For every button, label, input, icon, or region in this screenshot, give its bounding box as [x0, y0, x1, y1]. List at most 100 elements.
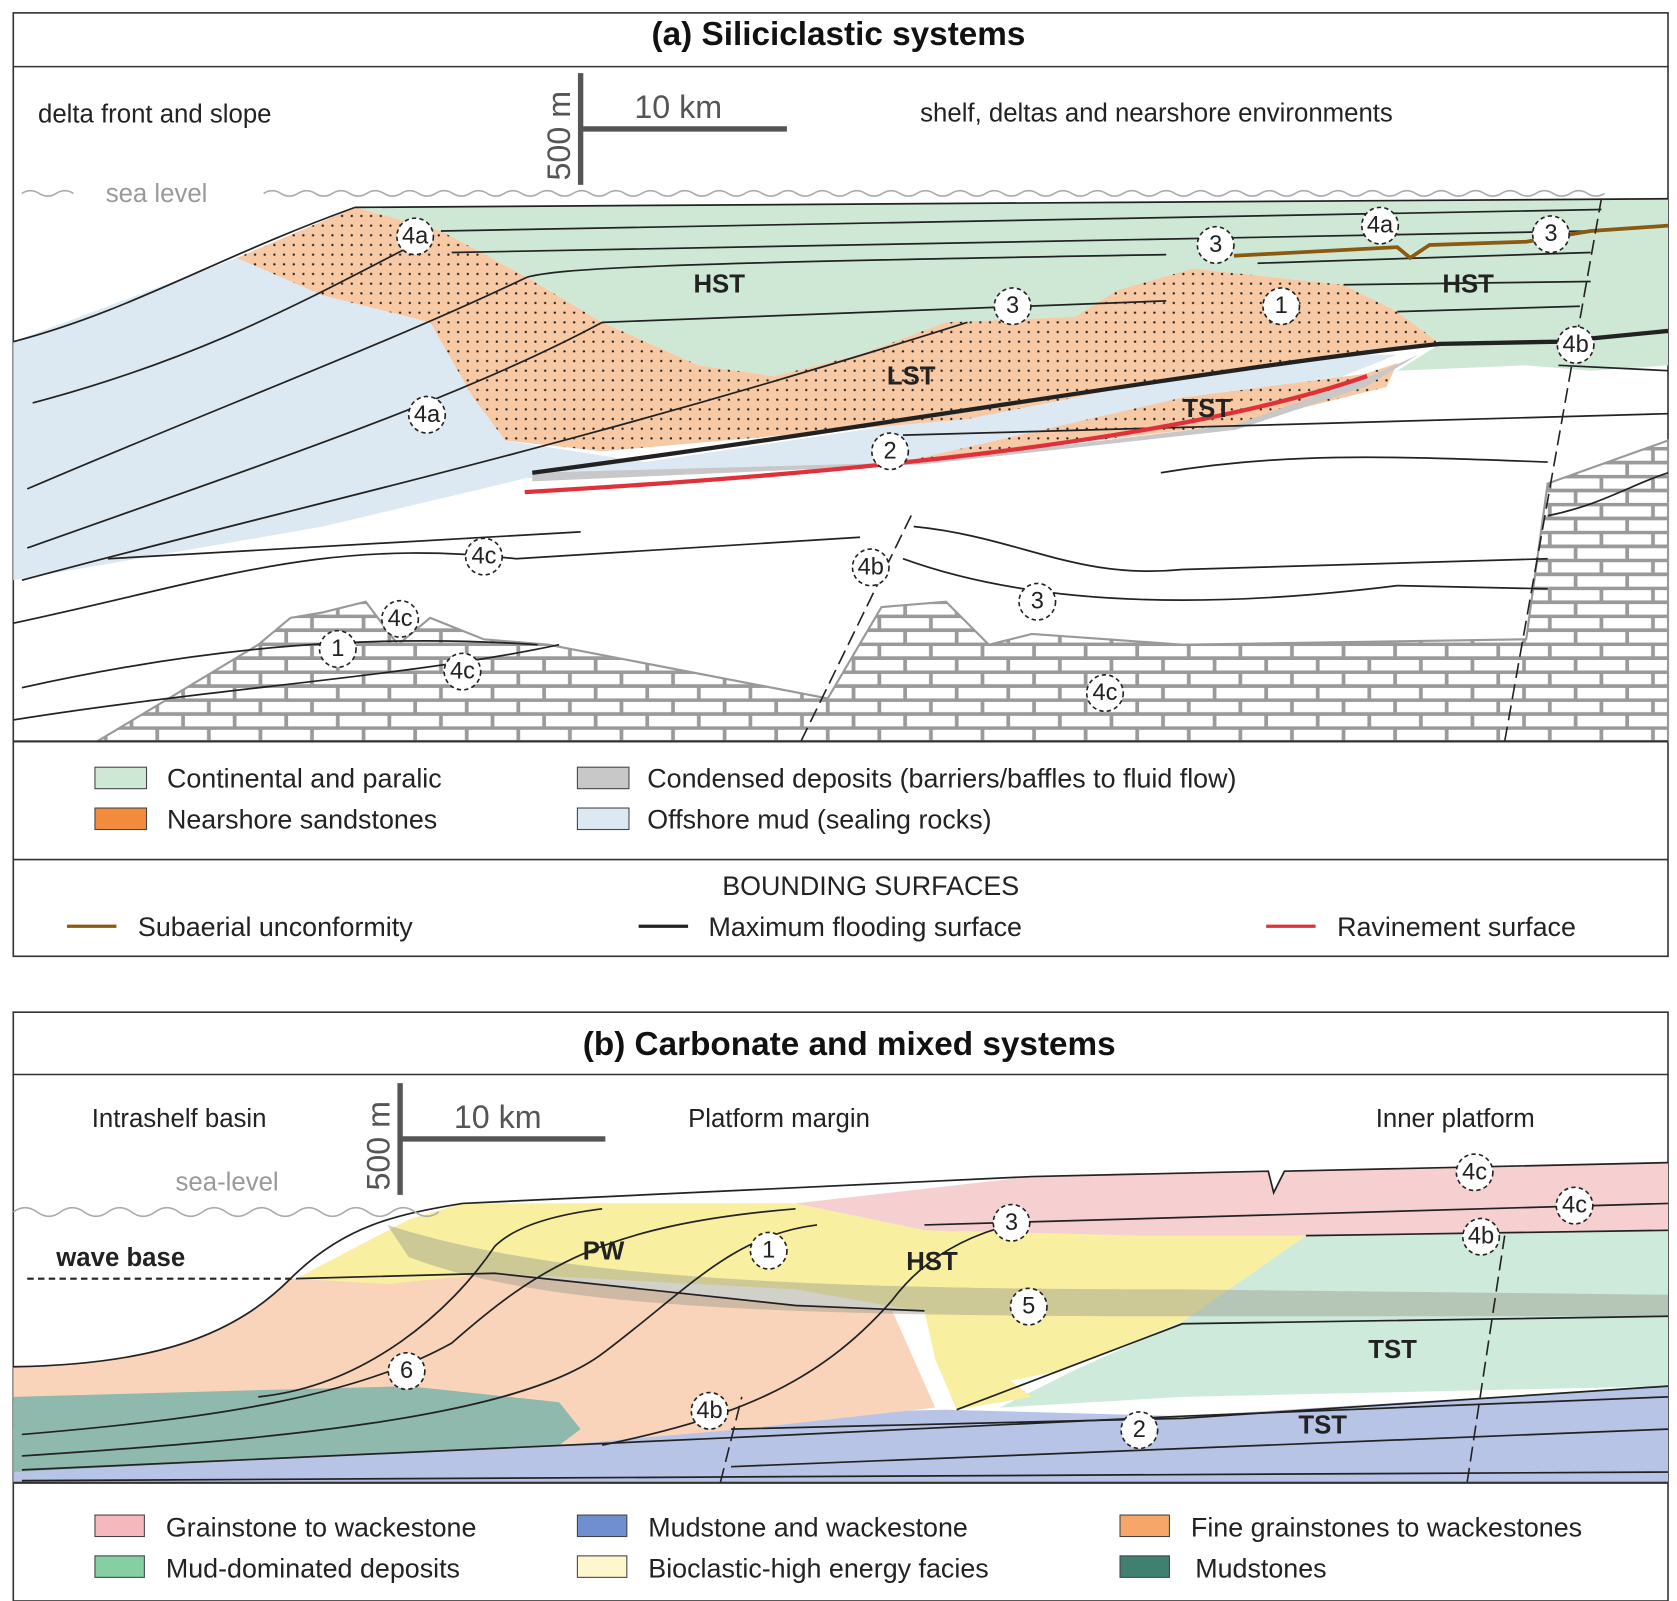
- fault: [1466, 1235, 1506, 1483]
- marker-4c: 4c: [1455, 1153, 1494, 1192]
- svg-text:1: 1: [331, 636, 344, 662]
- hst-label: HST: [1442, 270, 1494, 298]
- svg-text:4c: 4c: [1562, 1193, 1587, 1219]
- marker-4b: 4b: [1556, 325, 1595, 364]
- marker-4c: 4c: [464, 537, 503, 576]
- tst-label: TST: [1182, 395, 1231, 423]
- legend-label: Condensed deposits (barriers/baffles to …: [647, 764, 1236, 794]
- svg-text:4a: 4a: [402, 223, 429, 249]
- marker-4c: 4c: [1555, 1186, 1594, 1225]
- legend-label: Mud-dominated deposits: [166, 1553, 460, 1583]
- hst-label: HST: [906, 1248, 958, 1276]
- svg-text:1: 1: [1275, 293, 1288, 319]
- shelf-label: shelf, deltas and nearshore environments: [920, 99, 1393, 127]
- legend-label: Ravinement surface: [1337, 912, 1576, 942]
- legend-swatch: [576, 766, 630, 790]
- bounding-title: BOUNDING SURFACES: [722, 871, 1019, 901]
- marker-4b: 4b: [1461, 1217, 1501, 1256]
- legend-swatch: [576, 807, 630, 831]
- marker-4a: 4a: [396, 217, 435, 256]
- panel-b-legend: Grainstone to wackestone Mud-dominated d…: [94, 1513, 1582, 1583]
- tst-label: TST: [1368, 1336, 1417, 1364]
- svg-text:6: 6: [400, 1358, 413, 1384]
- svg-text:1: 1: [762, 1238, 775, 1264]
- intrashelf-basin-label: Intrashelf basin: [92, 1105, 267, 1133]
- legend-swatch: [94, 1555, 145, 1578]
- wave-base-label: wave base: [55, 1244, 185, 1272]
- marker-2: 2: [1120, 1411, 1159, 1450]
- marker-4c: 4c: [1085, 673, 1125, 713]
- marker-3: 3: [992, 1203, 1031, 1242]
- tst-label: TST: [1298, 1411, 1347, 1439]
- marker-1: 1: [318, 629, 357, 669]
- delta-front-label: delta front and slope: [38, 100, 272, 128]
- svg-text:10 km: 10 km: [634, 89, 722, 125]
- legend-label: Bioclastic-high energy facies: [648, 1553, 988, 1583]
- marker-4c: 4c: [381, 599, 420, 638]
- mudstone-wackestone: [13, 1386, 1669, 1483]
- svg-text:4c: 4c: [388, 606, 413, 632]
- panel-a-title: (a) Siliciclastic systems: [652, 16, 1026, 53]
- svg-text:4b: 4b: [858, 554, 884, 580]
- sea-level-line: [21, 189, 1606, 197]
- marker-3: 3: [1531, 215, 1570, 254]
- hst-label: HST: [693, 270, 745, 298]
- legend-label: Maximum flooding surface: [708, 912, 1022, 942]
- mud-dominated: [999, 1230, 1669, 1408]
- subaerial-unconformity: [1233, 223, 1669, 261]
- condensed-band: [387, 1224, 1669, 1317]
- sea-level-label: sea level: [106, 180, 208, 208]
- legend-label: Nearshore sandstones: [167, 804, 437, 834]
- svg-text:5: 5: [1022, 1294, 1035, 1320]
- ravinement-surface: [524, 374, 1368, 495]
- panel-a-legend: Continental and paralic Nearshore sandst…: [94, 764, 1236, 834]
- marker-3: 3: [1196, 225, 1235, 265]
- bioclastic-facies: [295, 1203, 1306, 1410]
- nearshore-sandstones: [236, 207, 1441, 452]
- panel-a: (a) Siliciclastic systems: [12, 12, 1670, 958]
- marker-5: 5: [1009, 1287, 1048, 1326]
- svg-text:3: 3: [1544, 221, 1557, 247]
- platform-margin-label: Platform margin: [688, 1105, 870, 1133]
- legend-swatch: [576, 1514, 628, 1538]
- legend-swatch: [1119, 1555, 1170, 1578]
- legend-label: Mudstone and wackestone: [648, 1513, 968, 1543]
- legend-swatch: [1119, 1514, 1170, 1538]
- svg-text:3: 3: [1209, 232, 1222, 258]
- legend-swatch: [94, 766, 148, 790]
- maximum-flooding-surface: [531, 328, 1669, 475]
- legend-label: Grainstone to wackestone: [166, 1513, 477, 1543]
- lst-label: LST: [887, 363, 936, 391]
- svg-text:4c: 4c: [450, 659, 475, 685]
- marker-1: 1: [1262, 287, 1301, 326]
- svg-text:4c: 4c: [471, 544, 496, 570]
- svg-text:4c: 4c: [1462, 1159, 1487, 1185]
- legend-swatch: [94, 807, 148, 831]
- inner-platform-label: Inner platform: [1376, 1105, 1535, 1133]
- marker-4b: 4b: [690, 1391, 729, 1430]
- marker-6: 6: [387, 1351, 426, 1391]
- svg-text:3: 3: [1031, 589, 1044, 615]
- legend-swatch: [576, 1555, 628, 1578]
- svg-text:3: 3: [1005, 1210, 1018, 1236]
- bounding-surfaces-legend: BOUNDING SURFACES Subaerial unconformity…: [67, 871, 1576, 942]
- legend-swatch: [94, 1514, 145, 1538]
- scale-bar: 10 km 500 m: [541, 73, 787, 185]
- sea-level-line: [12, 1206, 440, 1218]
- marker-1: 1: [749, 1231, 788, 1270]
- fault: [1503, 198, 1603, 742]
- legend-label: Subaerial unconformity: [138, 912, 413, 942]
- legend-label: Continental and paralic: [167, 764, 442, 794]
- svg-text:4b: 4b: [1468, 1224, 1494, 1250]
- legend-label: Offshore mud (sealing rocks): [647, 804, 991, 834]
- marker-4a: 4a: [407, 395, 447, 434]
- svg-text:2: 2: [884, 438, 897, 464]
- svg-text:4a: 4a: [1367, 213, 1394, 239]
- panel-b: (b) Carbonate and mixed systems: [12, 1011, 1669, 1601]
- sea-level-label: sea-level: [176, 1169, 279, 1197]
- svg-text:4c: 4c: [1092, 680, 1117, 706]
- marker-2: 2: [871, 432, 910, 471]
- marker-4a: 4a: [1360, 206, 1400, 245]
- fault: [719, 1396, 743, 1484]
